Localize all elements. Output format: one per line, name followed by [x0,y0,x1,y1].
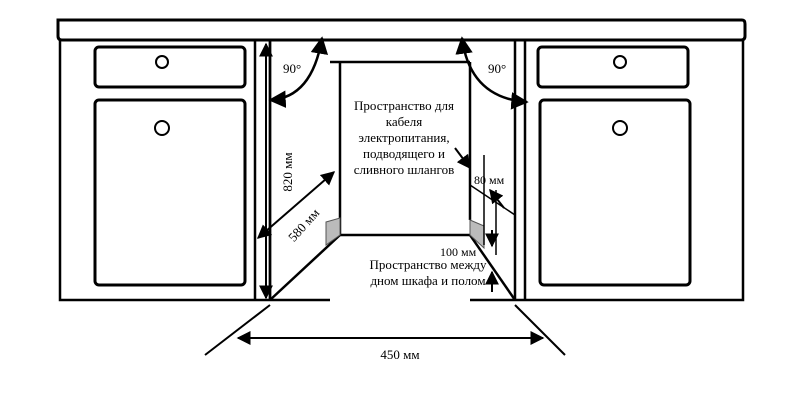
left-drawer [93,45,247,89]
gap-top-label: 80 мм [474,173,505,187]
gap-top-arrow [454,147,471,170]
width-label: 450 мм [380,347,419,362]
angle-left [268,36,329,300]
depth-dimension-line [256,171,336,239]
gap-bottom-label: 100 мм [440,245,477,259]
left-door [93,98,247,287]
space-cables-line: кабеля [386,114,423,129]
space-cables-line: сливного шлангов [354,162,454,177]
space-floor-line: дном шкафа и полом [370,273,485,288]
right-plinth [469,219,485,250]
gap-top-arrow-2 [489,188,505,209]
space-floor-label: Пространство между дном шкафа и полом [370,257,487,288]
right-door-knob [612,120,628,136]
height-label: 820 мм [280,152,295,191]
right-door [538,98,692,287]
left-door-knob [154,120,170,136]
space-cables-line: электропитания, [358,130,449,145]
right-drawer-knob [613,55,627,69]
angle-right [455,36,529,110]
right-drawer [536,45,690,89]
space-cables-line: подводящего и [363,146,445,161]
width-dimension [204,304,566,356]
space-cables-label: Пространство для кабеля электропитания, … [354,98,454,177]
left-drawer-knob [155,55,169,69]
space-floor-line: Пространство между [370,257,487,272]
countertop [56,18,747,42]
angle-right-label: 90° [488,61,506,76]
space-cables-line: Пространство для [354,98,454,113]
angle-left-label: 90° [283,61,301,76]
depth-label: 580 мм [285,205,322,244]
